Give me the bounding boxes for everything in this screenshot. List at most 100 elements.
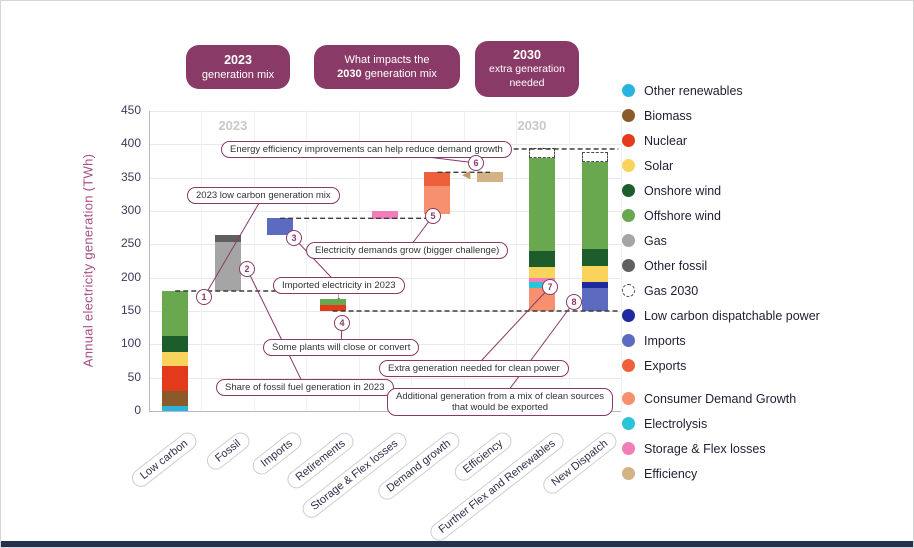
gridline-y (149, 311, 621, 312)
header-badge-what-impacts-2030: What impacts the 2030 generation mix (314, 45, 460, 89)
bar-segment-solar (162, 352, 189, 366)
badge-impacts-line1: What impacts the (344, 53, 430, 66)
bar-segment-offshore_wind (529, 157, 556, 251)
gridline-x (463, 111, 465, 411)
bar-segment-biomass (162, 391, 189, 406)
badge-impacts-line2-rest: generation mix (364, 68, 437, 80)
arrow-left-icon: ◀ (462, 169, 471, 181)
annotation-note: Some plants will close or convert (263, 339, 420, 356)
y-axis-title: Annual electricity generation (TWh) (80, 153, 96, 368)
y-tick-label: 450 (120, 103, 141, 117)
x-axis-line (149, 411, 621, 412)
header-badge-2030-extra-generation: 2030 extra generation needed (475, 41, 579, 97)
legend-item-exports: Exports (622, 353, 912, 378)
bar-segment-nuclear (319, 305, 346, 311)
badge-2030-subtitle: extra generation needed (489, 63, 565, 90)
annotation-note: Extra generation needed for clean power (379, 360, 569, 377)
legend-label: Biomass (644, 108, 692, 123)
bar-segment-imports (267, 218, 294, 235)
legend-item-electrolysis: Electrolysis (622, 411, 912, 436)
legend-swatch-solar (622, 159, 635, 172)
legend-swatch-imports (622, 334, 635, 347)
bar-segment-efficiency (476, 172, 503, 182)
annotation-note: Electricity demands grow (bigger challen… (306, 242, 509, 259)
bar-segment-offshore_wind (162, 291, 189, 337)
legend-item-gas2030: Gas 2030 (622, 278, 912, 303)
annotation-note: Share of fossil fuel generation in 2023 (216, 379, 394, 396)
legend-label: Efficiency (644, 466, 698, 481)
legend-swatch-other_renewables (622, 84, 635, 97)
bar-segment-other_fossil (214, 235, 241, 243)
legend-item-biomass: Biomass (622, 103, 912, 128)
y-tick-label: 200 (120, 269, 141, 284)
header-badge-2023-generation-mix: 2023 generation mix (186, 45, 290, 89)
legend-swatch-gas2030 (622, 284, 635, 297)
legend-swatch-offshore_wind (622, 209, 635, 222)
bar-segment-offshore_wind (319, 299, 346, 305)
gridline-y (149, 177, 621, 179)
gridline-y (149, 111, 621, 112)
legend-item-other_renewables: Other renewables (622, 78, 912, 103)
x-axis-label: Fossil (203, 429, 253, 474)
legend-label: Low carbon dispatchable power (644, 308, 820, 323)
legend-swatch-gas (622, 234, 635, 247)
page-bottom-bar (1, 541, 913, 547)
legend-item-onshore_wind: Onshore wind (622, 178, 912, 203)
annotation-note: Energy efficiency improvements can help … (221, 141, 512, 158)
legend-group-divider (622, 378, 912, 386)
gridline-x (358, 111, 360, 411)
gridline-y (149, 377, 621, 379)
badge-impacts-bold-year: 2030 (337, 68, 362, 80)
bar-segment-solar (529, 267, 556, 279)
bar-segment-storage_flex (372, 211, 398, 219)
legend-swatch-electrolysis (622, 417, 635, 430)
annotation-number: 6 (468, 155, 484, 171)
annotation-number: 3 (286, 230, 302, 246)
bar-segment-gas (214, 242, 241, 291)
y-tick-label: 400 (120, 136, 141, 151)
bar-segment-gas2030 (529, 148, 556, 158)
legend-label: Consumer Demand Growth (644, 391, 797, 406)
legend-swatch-storage_flex (622, 442, 635, 455)
legend-label: Nuclear (644, 133, 688, 148)
legend-swatch-other_fossil (622, 259, 635, 272)
legend-item-other_fossil: Other fossil (622, 253, 912, 278)
badge-2030-title: 2030 (513, 48, 541, 63)
gridline-x (201, 111, 203, 411)
legend-item-consumer_demand: Consumer Demand Growth (622, 386, 912, 411)
arrow-down-icon: ↓ (336, 290, 342, 302)
annotation-number: 1 (196, 289, 212, 305)
era-label: 2030 (517, 118, 547, 133)
bar-segment-solar (581, 265, 608, 283)
bar-segment-low_carbon_dispatch (581, 282, 608, 289)
bar-segment-gas2030 (581, 151, 608, 162)
annotation-number: 8 (566, 294, 582, 310)
y-tick-label: 0 (134, 403, 141, 417)
legend-swatch-exports (622, 359, 635, 372)
legend-label: Onshore wind (644, 183, 722, 198)
bar-segment-exports (424, 172, 451, 186)
legend-item-storage_flex: Storage & Flex losses (622, 436, 912, 461)
legend-swatch-efficiency (622, 467, 635, 480)
gridline-x (568, 111, 570, 411)
legend-label: Other renewables (644, 83, 743, 98)
gridline-x (516, 111, 518, 411)
legend-swatch-onshore_wind (622, 184, 635, 197)
legend-item-gas: Gas (622, 228, 912, 253)
gridline-x (411, 111, 413, 411)
annotation-number: 4 (334, 315, 350, 331)
legend-label: Electrolysis (644, 416, 708, 431)
era-label: 2023 (218, 118, 248, 133)
annotation-note: Additional generation from a mix of clea… (387, 388, 614, 416)
legend-swatch-low_carbon_dispatch (622, 309, 635, 322)
y-tick-label: 300 (120, 203, 141, 217)
bar-segment-nuclear (162, 365, 189, 391)
legend-item-imports: Imports (622, 328, 912, 353)
annotation-connector-line (499, 301, 575, 403)
legend-label: Solar (644, 158, 674, 173)
y-tick-label: 250 (120, 236, 141, 251)
legend-swatch-biomass (622, 109, 635, 122)
